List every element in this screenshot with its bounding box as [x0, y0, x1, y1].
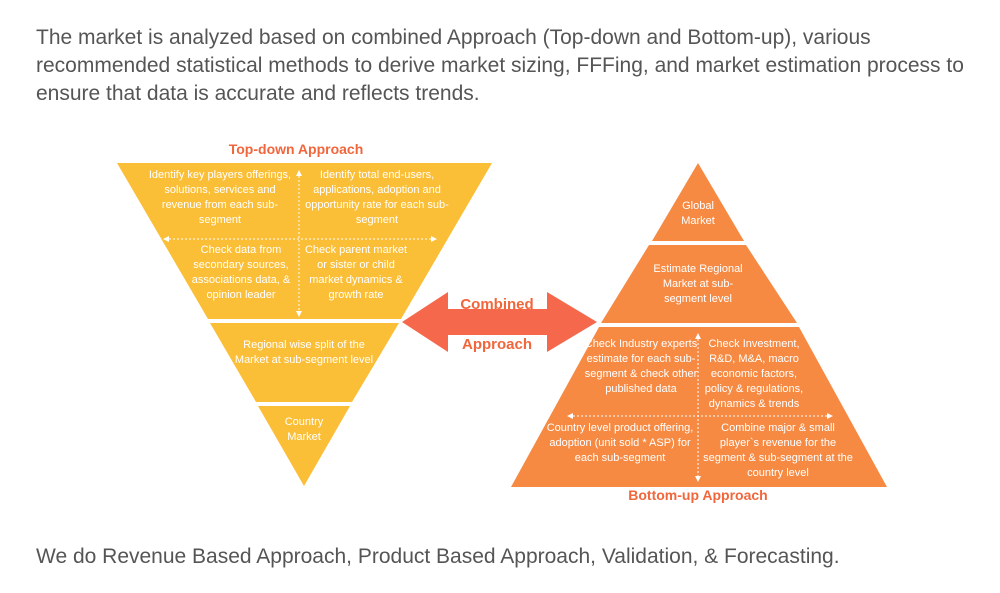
top-down-country: Country Market — [284, 416, 324, 443]
top-down-title: Top-down Approach — [228, 141, 364, 157]
bottom-up-arrowhead-left — [567, 413, 573, 419]
bottom-up-section-1 — [652, 163, 744, 241]
top-down-arrowhead-top — [296, 170, 302, 176]
bottom-up-arrowhead-bottom — [695, 476, 701, 482]
bottom-up-arrowhead-right — [827, 413, 833, 419]
top-down-regional: Regional wise split of the Market at sub… — [234, 339, 374, 366]
bottom-up-q2: Check Investment, R&D, M&A, macro econom… — [704, 338, 804, 410]
combined-double-arrow-shape — [402, 292, 597, 352]
top-down-arrowhead-bottom — [296, 311, 302, 317]
bottom-up-arrowhead-top — [695, 333, 701, 339]
top-down-arrowhead-left — [163, 236, 169, 242]
top-down-section-2 — [210, 323, 399, 402]
top-down-q1: Identify key players offerings, solution… — [148, 169, 292, 226]
top-down-q2: Identify total end-users, applications, … — [305, 169, 449, 226]
approach-label: Approach — [461, 336, 532, 353]
bottom-up-global: Global Market — [681, 200, 715, 227]
bottom-up-title: Bottom-up Approach — [628, 487, 768, 503]
bottom-up-q1: Check Industry experts estimate for each… — [584, 338, 698, 395]
bottom-up-section-2 — [601, 245, 797, 323]
top-down-section-1 — [117, 163, 492, 319]
bottom-up-pyramid — [511, 163, 887, 487]
top-down-funnel — [117, 163, 492, 486]
bottom-up-section-3 — [511, 327, 887, 487]
bottom-up-q4: Combine major & small player`s revenue f… — [703, 422, 853, 479]
top-down-q4: Check parent market or sister or child m… — [304, 244, 408, 301]
bottom-up-regional: Estimate Regional Market at sub-segment … — [653, 263, 743, 305]
intro-text: The market is analyzed based on combined… — [36, 26, 964, 105]
top-down-arrowhead-right — [431, 236, 437, 242]
bottom-up-q3: Country level product offering, adoption… — [546, 422, 694, 464]
top-down-section-3 — [258, 406, 350, 486]
combined-label: Combined — [460, 296, 534, 313]
top-down-q3: Check data from secondary sources, assoc… — [191, 244, 291, 301]
outro-text: We do Revenue Based Approach, Product Ba… — [36, 545, 840, 568]
